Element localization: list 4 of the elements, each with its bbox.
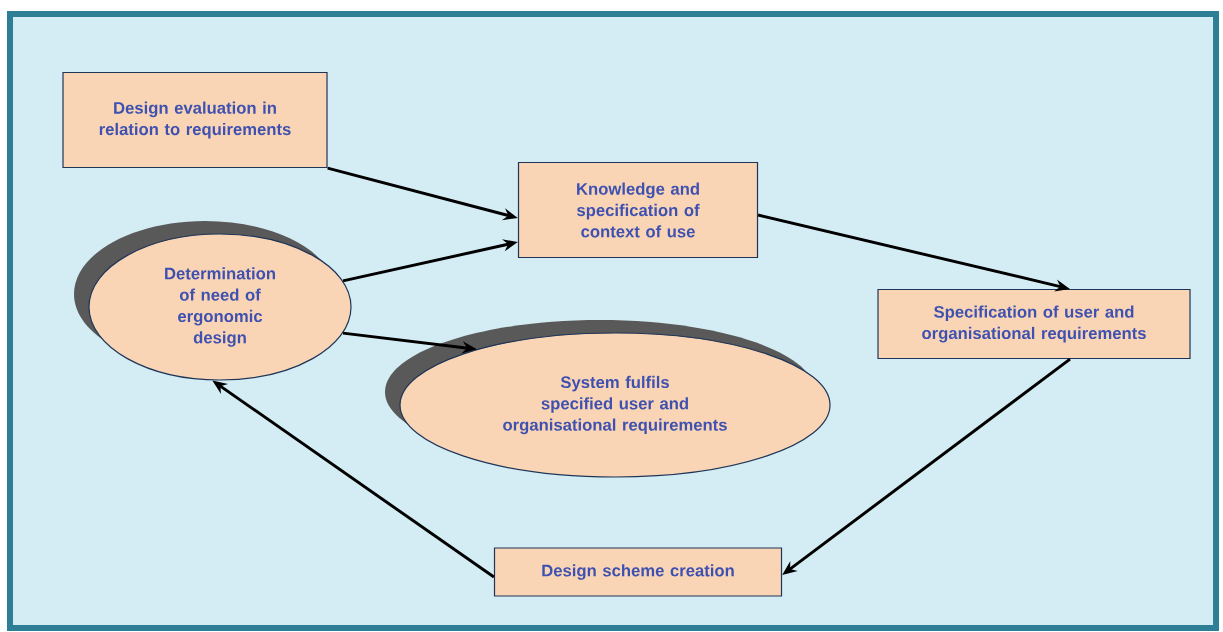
process-box: Specification of user and organisational requirements: [877, 288, 1191, 360]
process-box: Design evaluation in relation to requirements: [62, 71, 328, 169]
process-box: Knowledge and specification of context of use: [517, 161, 759, 259]
process-box: Design scheme creation: [493, 547, 783, 597]
